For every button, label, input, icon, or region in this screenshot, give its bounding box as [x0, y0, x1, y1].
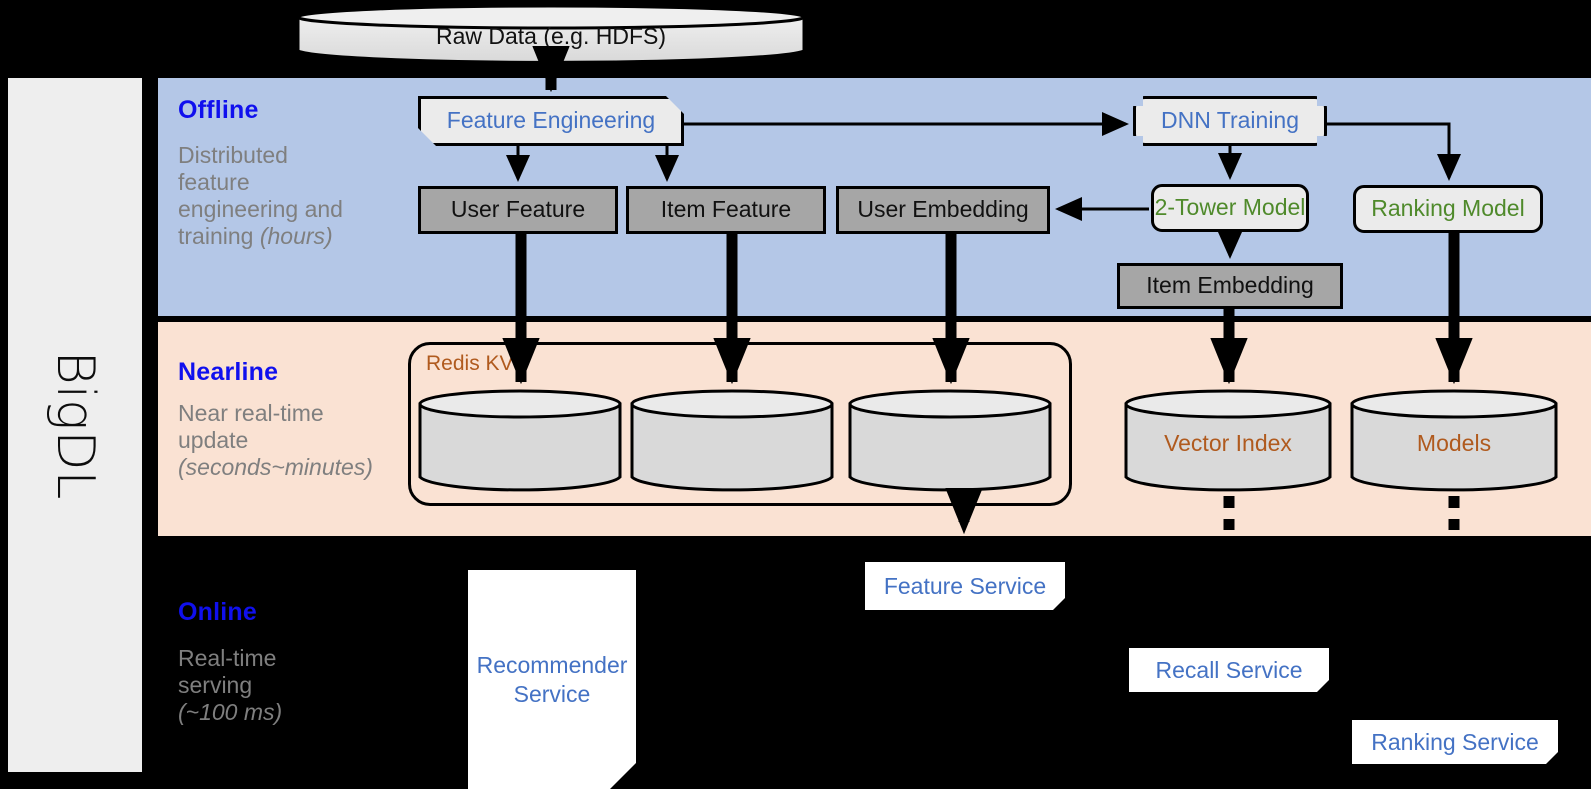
- service-recommender[interactable]: Recommender Service: [468, 570, 636, 789]
- user-embedding-label: User Embedding: [857, 196, 1029, 223]
- dnn-training-label: DNN Training: [1160, 107, 1300, 134]
- service-ranking[interactable]: Ranking Service: [1352, 720, 1558, 764]
- nearline-store-2: [630, 388, 834, 493]
- user-feature-label: User Feature: [450, 196, 586, 223]
- raw-data-cylinder: Raw Data (e.g. HDFS): [296, 4, 806, 64]
- vector-index-cylinder: Vector Index: [1124, 388, 1332, 493]
- nearline-store-1: [418, 388, 622, 493]
- online-subtitle-text: Real-time serving: [178, 645, 277, 698]
- nearline-band-title: Nearline: [178, 358, 279, 386]
- item-feature-label: Item Feature: [660, 196, 792, 223]
- feature-engineering-label: Feature Engineering: [446, 107, 656, 134]
- offline-subtitle-italic: (hours): [259, 222, 333, 249]
- service-recall[interactable]: Recall Service: [1129, 648, 1329, 692]
- offline-band-subtitle: Distributed feature engineering and trai…: [178, 142, 393, 250]
- item-embedding-label: Item Embedding: [1146, 272, 1314, 299]
- node-user-feature[interactable]: User Feature: [418, 186, 618, 234]
- recommender-service-label: Recommender Service: [476, 651, 628, 707]
- models-cylinder: Models: [1350, 388, 1558, 493]
- feature-service-label: Feature Service: [883, 572, 1047, 599]
- bigdl-rail: BigDL: [8, 78, 142, 772]
- online-band-title: Online: [178, 598, 257, 626]
- ranking-model-label: Ranking Model: [1371, 195, 1525, 222]
- node-item-feature[interactable]: Item Feature: [626, 186, 826, 234]
- node-dnn-training[interactable]: DNN Training: [1133, 96, 1327, 146]
- offline-band-title: Offline: [178, 96, 259, 124]
- bigdl-brand-label: BigDL: [45, 350, 105, 500]
- online-band-subtitle: Real-time serving (~100 ms): [178, 645, 393, 726]
- offline-subtitle-text: Distributed feature engineering and trai…: [178, 142, 343, 249]
- recall-service-label: Recall Service: [1155, 656, 1303, 683]
- ranking-service-label: Ranking Service: [1371, 728, 1539, 755]
- node-item-embedding[interactable]: Item Embedding: [1117, 263, 1343, 309]
- nearline-subtitle-italic: (seconds~minutes): [178, 453, 373, 480]
- node-feature-engineering[interactable]: Feature Engineering: [418, 96, 684, 146]
- redis-kv-label: Redis KV: [426, 352, 514, 375]
- nearline-band-subtitle: Near real-time update (seconds~minutes): [178, 400, 403, 481]
- node-ranking-model[interactable]: Ranking Model: [1353, 185, 1543, 233]
- node-user-embedding[interactable]: User Embedding: [836, 186, 1050, 234]
- two-tower-model-label: 2-Tower Model: [1154, 194, 1306, 221]
- node-2-tower-model[interactable]: 2-Tower Model: [1151, 184, 1309, 232]
- nearline-subtitle-text: Near real-time update: [178, 400, 324, 453]
- nearline-store-3: [848, 388, 1052, 493]
- online-subtitle-italic: (~100 ms): [178, 698, 283, 725]
- service-feature[interactable]: Feature Service: [865, 562, 1065, 610]
